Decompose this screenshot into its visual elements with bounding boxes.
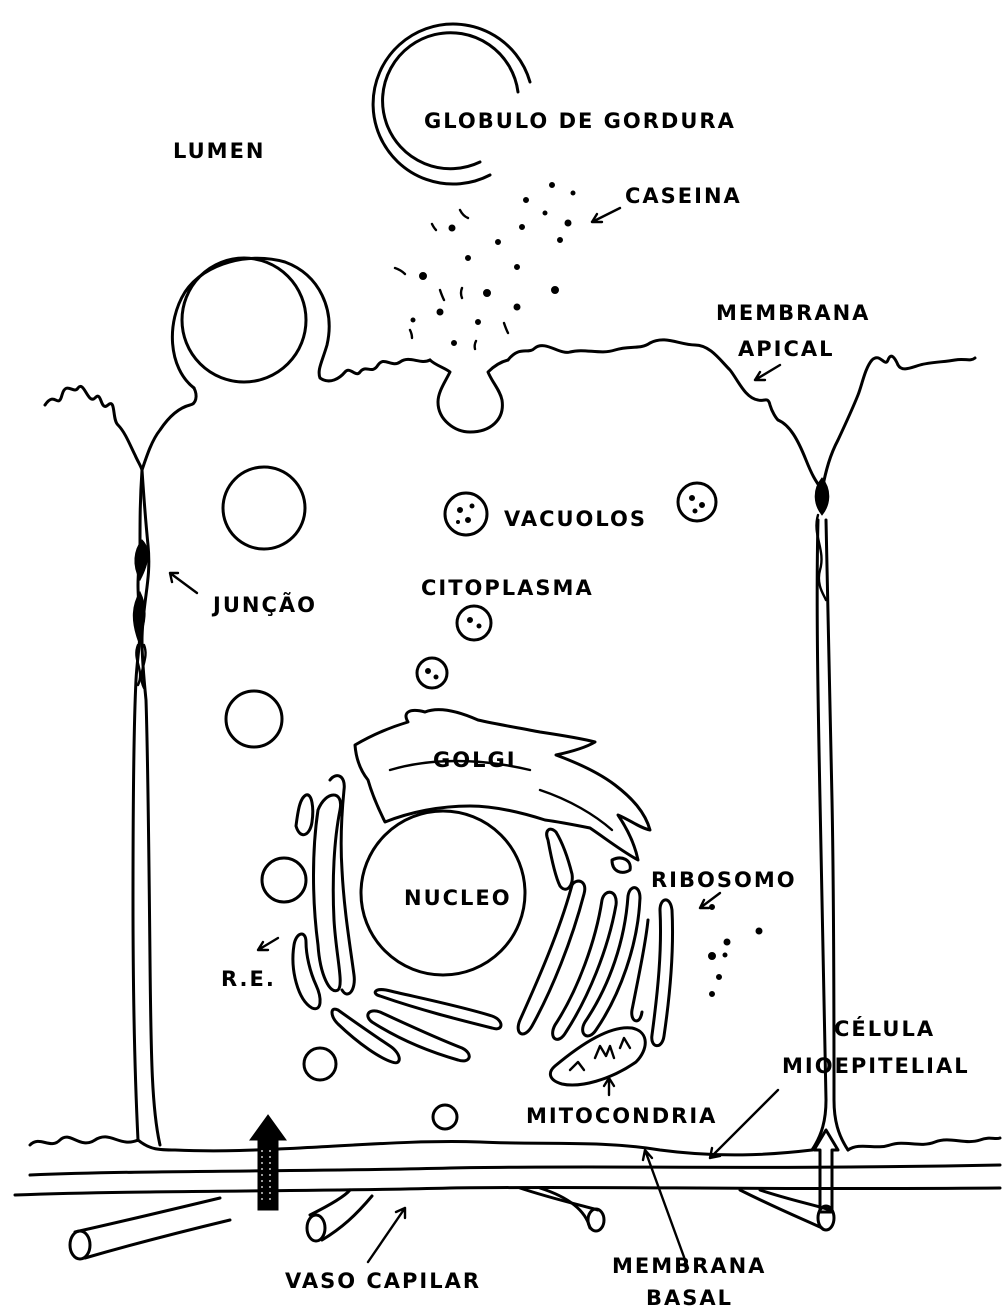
label-citoplasma: CITOPLASMA: [421, 576, 594, 600]
label-celula-2: MIOEPITELIAL: [782, 1054, 970, 1078]
label-vaso-capilar: VASO CAPILAR: [285, 1269, 481, 1293]
label-golgi: GOLGI: [433, 748, 517, 772]
label-membrana-basal-1: MEMBRANA: [612, 1254, 766, 1278]
label-membrana-apical-1: MEMBRANA: [716, 301, 870, 325]
label-nucleo: NUCLEO: [404, 886, 512, 910]
left-junction: [133, 470, 160, 1145]
ribosomes: [709, 905, 763, 997]
casein-particles: [395, 183, 575, 350]
label-juncao: JUNÇÃO: [211, 592, 317, 617]
rough-endoplasmic-reticulum: [293, 776, 673, 1063]
transport-arrow-right: [814, 1130, 838, 1212]
fat-globule-lumen: [373, 24, 530, 184]
label-re: R.E.: [221, 967, 276, 991]
label-vacuolos: VACUOLOS: [504, 507, 647, 531]
right-myoepithelial-boundary: [812, 478, 848, 1150]
basal-membrane: [15, 1137, 1000, 1195]
label-mitocondria: MITOCONDRIA: [526, 1104, 717, 1128]
labels: GLOBULO DE GORDURA LUMEN CASEINA MEMBRAN…: [173, 109, 970, 1310]
apical-membrane: [45, 258, 975, 490]
label-globulo: GLOBULO DE GORDURA: [424, 109, 736, 133]
label-caseina: CASEINA: [625, 184, 742, 208]
label-membrana-apical-2: APICAL: [738, 337, 835, 361]
label-ribosomo: RIBOSOMO: [651, 868, 797, 892]
label-membrana-basal-2: BASAL: [646, 1286, 733, 1310]
capillary-vessels: [70, 1188, 834, 1259]
transport-arrow-left: [250, 1115, 286, 1210]
label-celula-1: CÉLULA: [834, 1016, 935, 1041]
label-lumen: LUMEN: [173, 139, 266, 163]
